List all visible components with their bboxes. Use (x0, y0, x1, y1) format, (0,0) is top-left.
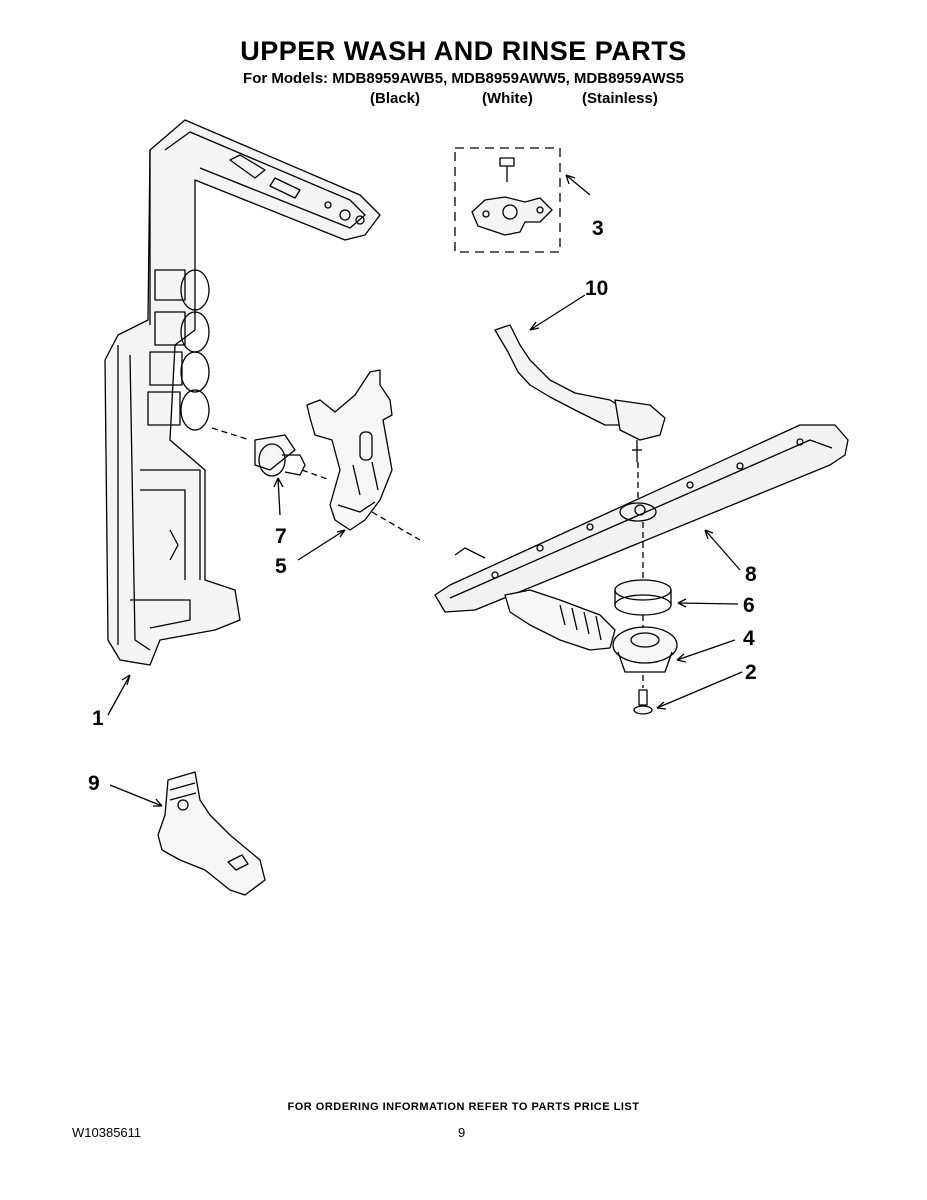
document-number: W10385611 (72, 1125, 142, 1140)
part-10-hose (494, 324, 666, 462)
page-title: UPPER WASH AND RINSE PARTS (240, 36, 687, 66)
callout-5: 5 (275, 555, 287, 578)
callout-4: 4 (743, 627, 755, 650)
page-number: 9 (458, 1125, 466, 1140)
leader-lines (107, 174, 743, 807)
part-5-bracket (306, 369, 393, 531)
part-8-spray-arm (434, 424, 849, 613)
upper-conduit-part (104, 119, 381, 666)
callout-8: 8 (745, 563, 757, 586)
callout-10: 10 (585, 277, 609, 300)
callout-2: 2 (745, 661, 757, 684)
callout-3: 3 (592, 217, 604, 240)
part-4-hub (504, 589, 678, 673)
models-line: For Models: MDB8959AWB5, MDB8959AWW5, MD… (243, 70, 684, 87)
callout-7: 7 (275, 525, 287, 548)
variant-stainless: (Stainless) (582, 90, 658, 107)
callout-6: 6 (743, 594, 755, 617)
callout-1: 1 (92, 707, 104, 730)
variant-black: (Black) (370, 90, 421, 107)
part-7-plug (254, 434, 306, 477)
part-9-fitting (157, 771, 266, 896)
part-2-screw (633, 689, 653, 715)
callout-9: 9 (88, 772, 100, 795)
part-6-ring (614, 579, 672, 616)
variant-white: (White) (482, 90, 533, 107)
ordering-note: FOR ORDERING INFORMATION REFER TO PARTS … (287, 1101, 640, 1113)
part-3-group (454, 147, 561, 253)
